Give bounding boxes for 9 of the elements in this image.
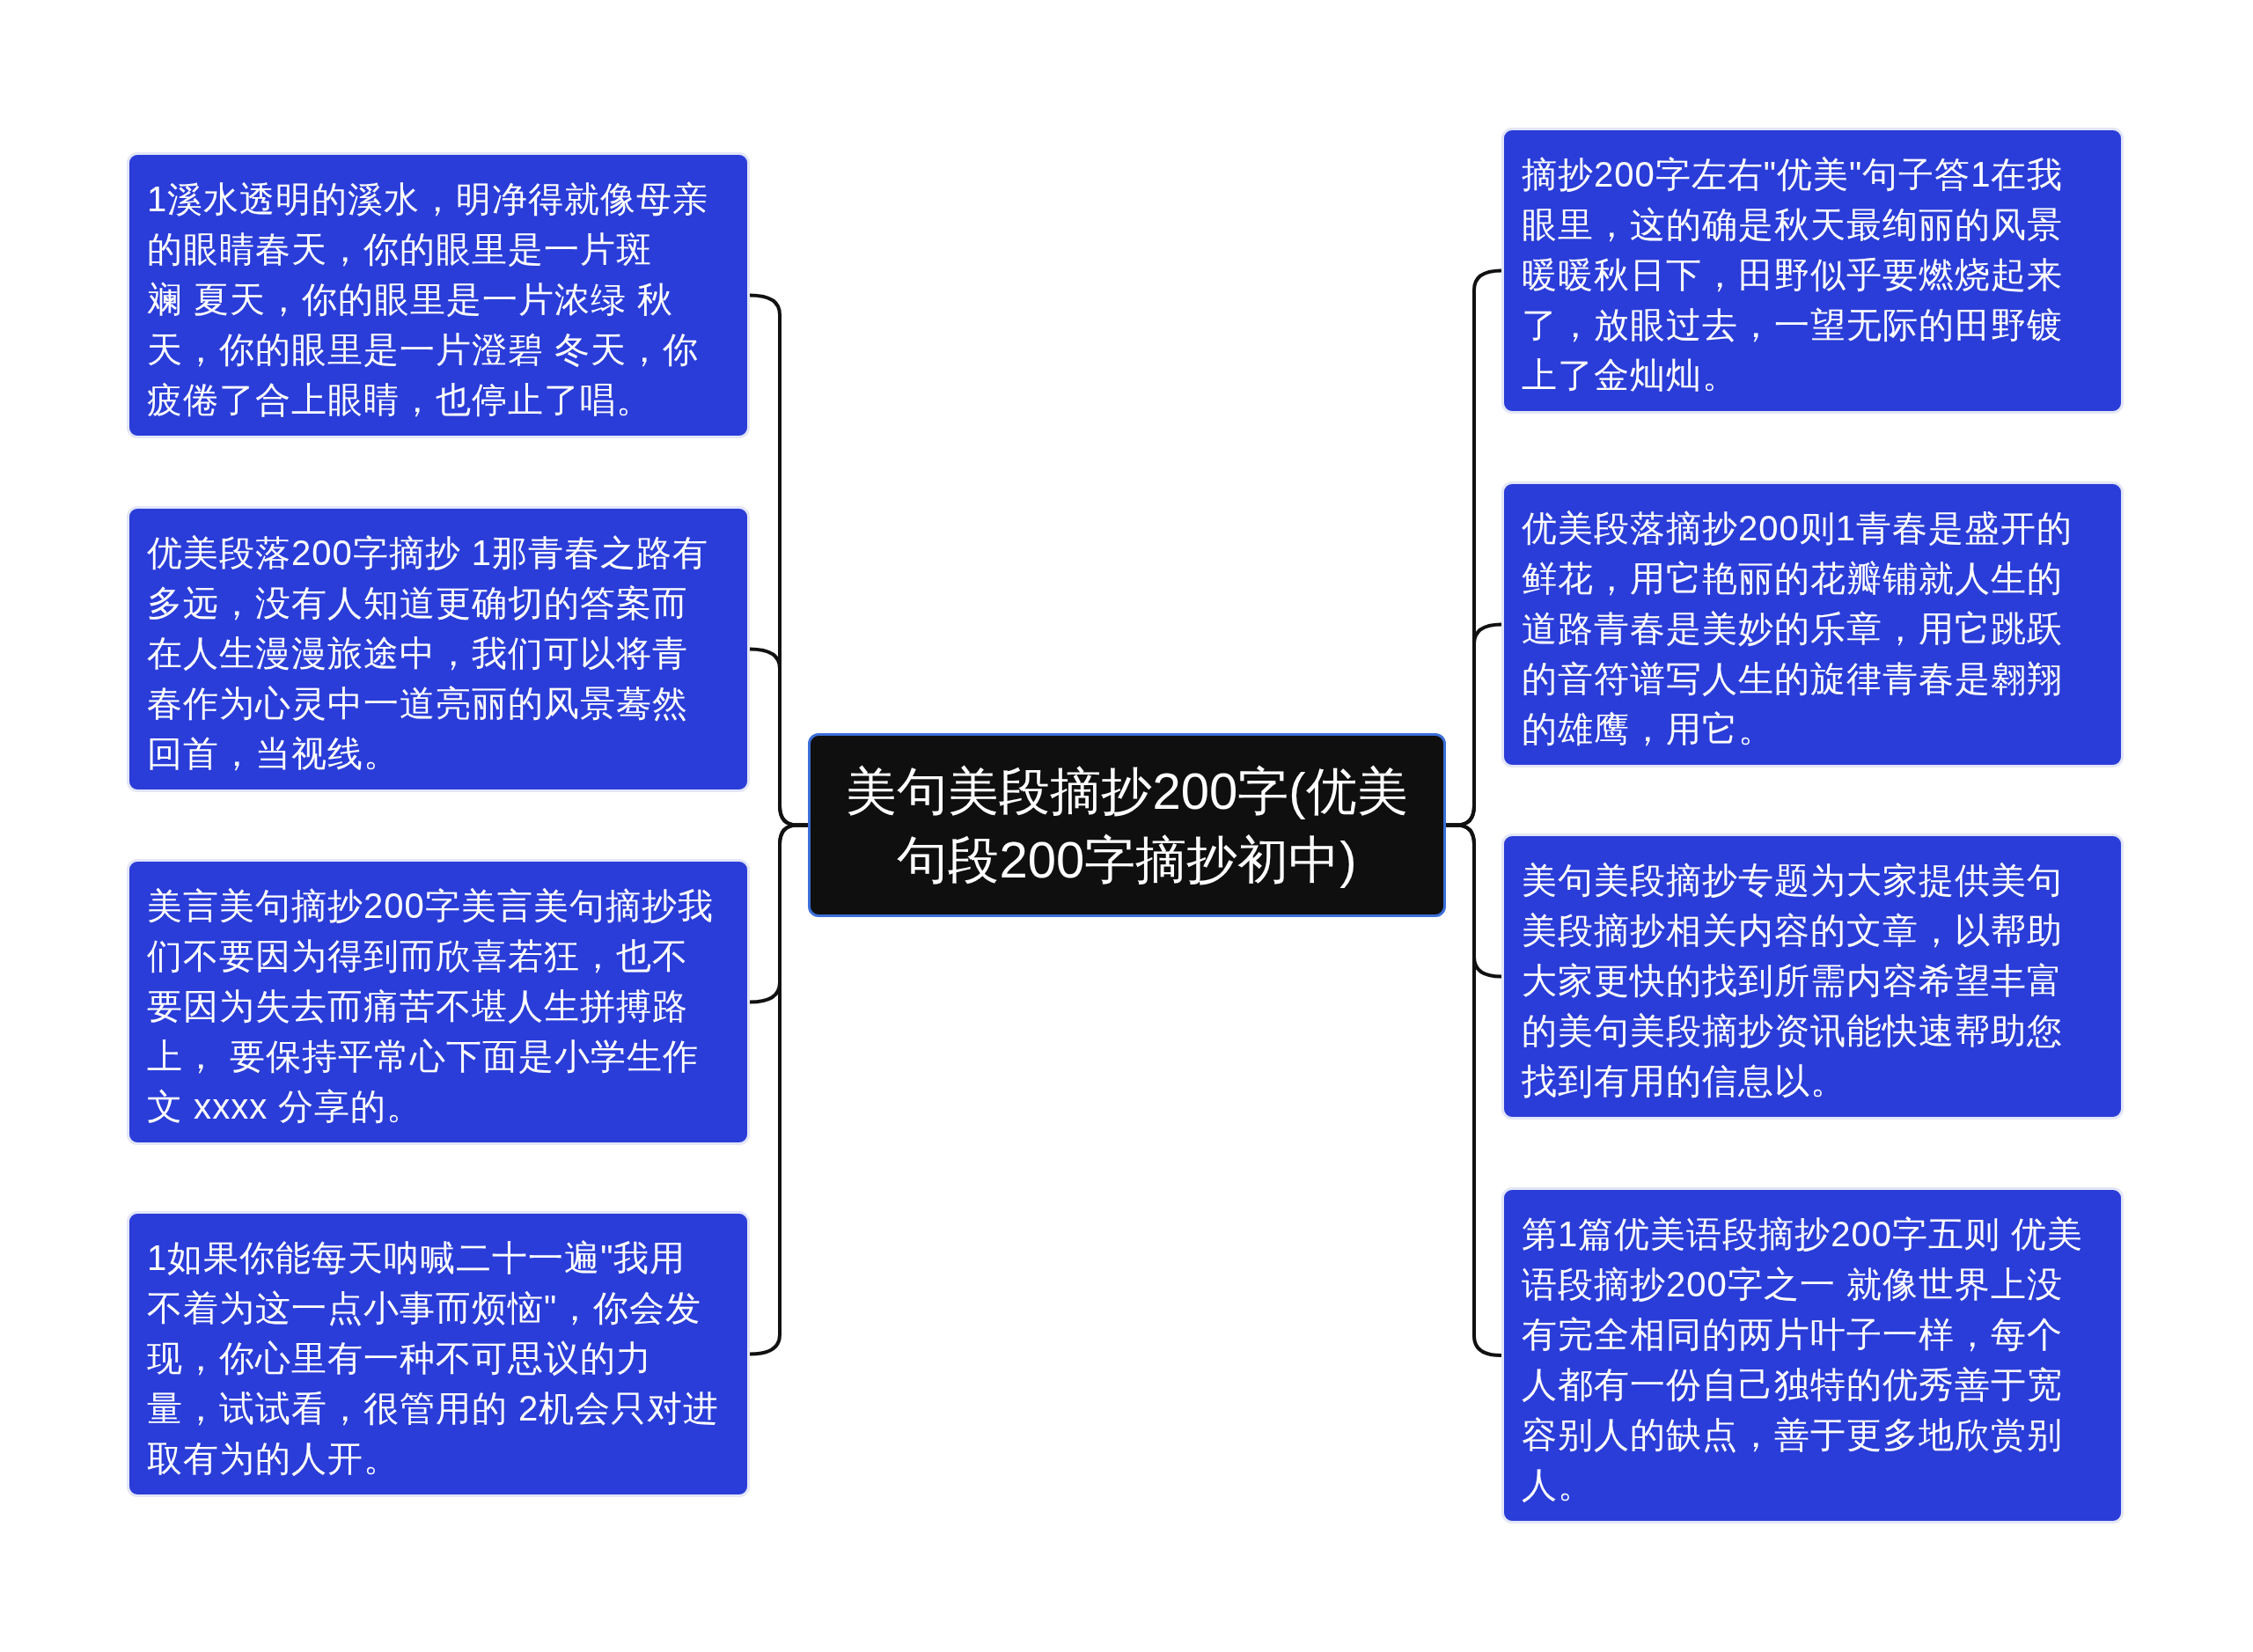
topic-box: 1如果你能每天呐喊二十一遍"我用不着为这一点小事而烦恼"，你会发现，你心里有一种不可思议的力量，试试看，很管用的 2机会只对进取有为的人开。 — [127, 1211, 750, 1497]
topic-box: 优美段落200字摘抄 1那青春之路有多远，没有人知道更确切的答案而在人生漫漫旅途中，我们可以将青春作为心灵中一道亮丽的风景蓦然回首，当视线。 — [127, 506, 750, 792]
topic-box: 摘抄200字左右"优美"句子答1在我眼里，这的确是秋天最绚丽的风景暖暖秋日下，田野似乎要燃烧起来了，放眼过去，一望无际的田野镀上了金灿灿。 — [1501, 128, 2124, 414]
topic-box: 美言美句摘抄200字美言美句摘抄我们不要因为得到而欣喜若狂，也不要因为失去而痛苦不堪人生拼搏路上， 要保持平常心下面是小学生作文 xxxx 分享的。 — [127, 859, 750, 1145]
topic-box: 美句美段摘抄专题为大家提供美句美段摘抄相关内容的文章，以帮助大家更快的找到所需内容希望丰富的美句美段摘抄资讯能快速帮助您找到有用的信息以。 — [1501, 833, 2124, 1120]
topic-box: 第1篇优美语段摘抄200字五则 优美语段摘抄200字之一 就像世界上没有完全相同的两片叶子一样，每个人都有一份自己独特的优秀善于宽容别人的缺点，善于更多地欣赏别人。 — [1501, 1187, 2124, 1524]
topic-box: 优美段落摘抄200则1青春是盛开的鲜花，用它艳丽的花瓣铺就人生的道路青春是美妙的乐章，用它跳跃的音符谱写人生的旋律青春是翱翔的雄鹰，用它。 — [1501, 481, 2124, 767]
central-topic-box: 美句美段摘抄200字(优美句段200字摘抄初中) — [808, 733, 1446, 917]
topic-box: 1溪水透明的溪水，明净得就像母亲的眼睛春天，你的眼里是一片斑斓 夏天，你的眼里是一片浓绿 秋天，你的眼里是一片澄碧 冬天，你疲倦了合上眼睛，也停止了唱。 — [127, 152, 750, 438]
